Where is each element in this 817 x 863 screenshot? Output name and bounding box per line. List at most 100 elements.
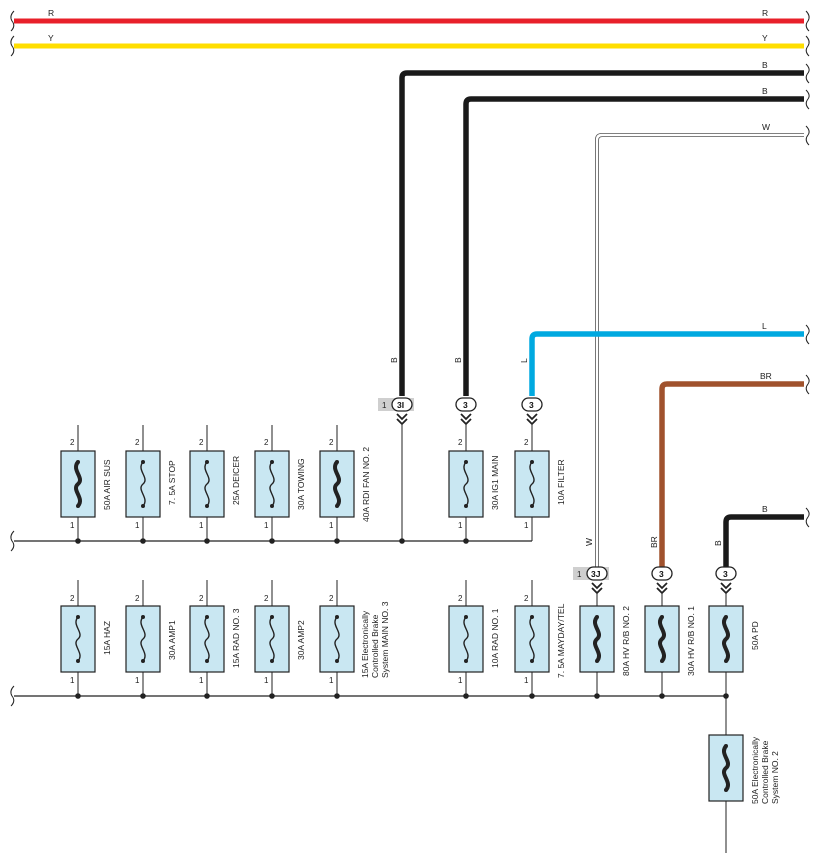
connector-3-pd-id: 3 [723,569,728,579]
fuse-icon [269,616,275,662]
pin-top: 2 [458,594,463,603]
wire-w-right-label: W [762,122,770,132]
fuse-stop: 2 1 7. 5A STOP [125,425,177,544]
fuse-deicer-label: 25A DEICER [231,456,241,505]
fuse-rad-1: 2 1 10A RAD NO. 1 [448,580,500,699]
wire-r: R R [10,8,810,32]
wire-l: L L [519,321,810,396]
wire-w: W W [584,122,810,568]
fuse-ecb-main-3: 2 1 15A Electronically Controlled Brake … [319,580,390,699]
connector-3j-id: 3J [591,569,601,579]
fuse-ecb-main-3-label-1: 15A Electronically [360,610,370,678]
pin-top: 2 [199,438,204,447]
connector-3-ig1-id: 3 [463,400,468,410]
pin-top: 2 [264,438,269,447]
wire-b3-vert-label: B [713,540,723,546]
pin-bottom: 1 [329,521,334,530]
pin-top: 2 [329,438,334,447]
fuse-ecb-2-label-3: System NO. 2 [770,751,780,804]
fuse-icon [75,616,81,662]
bus-junction [399,538,405,544]
fuse-icon [140,616,146,662]
fuse-amp1-label: 30A AMP1 [167,620,177,660]
wire-r-right-label: R [762,8,768,18]
pin-top: 2 [524,438,529,447]
connector-3-filter: 3 [521,397,543,426]
connector-3i-id: 3I [397,400,404,410]
fuse-pd: 50A PD [708,593,760,853]
wire-b3-right-label: B [762,504,768,514]
wire-l-right-label: L [762,321,767,331]
pin-bottom: 1 [70,521,75,530]
wire-b2: B B [453,86,810,396]
fuse-filter-label: 10A FILTER [556,459,566,505]
fusible-link-icon [722,615,730,663]
fuse-haz: 2 1 15A HAZ [60,580,112,699]
fusible-link-icon [593,615,601,663]
pin-bottom: 1 [70,676,75,685]
pin-bottom: 1 [264,676,269,685]
fuse-ecb-2: 50A Electronically Controlled Brake Syst… [708,734,780,804]
pin-top: 2 [135,594,140,603]
fuse-hv-rb-2-label: 80A HV R/B NO. 2 [621,606,631,676]
fuse-ecb-main-3-label-2: Controlled Brake [370,614,380,678]
fuse-hv-rb-1: 30A HV R/B NO. 1 [644,593,696,699]
fuse-rdi-fan-2-label: 40A RDI FAN NO. 2 [361,447,371,522]
wire-br-vert-label: BR [649,536,659,548]
connector-3j-pin: 1 [577,570,582,579]
wire-br-right-label: BR [760,371,772,381]
fuse-mayday-tel-label: 7. 5A MAYDAY/TEL [556,603,566,678]
pin-bottom: 1 [264,521,269,530]
fuse-icon [529,461,535,507]
wire-y-left-label: Y [48,33,54,43]
fusible-link-icon [722,744,730,792]
fuse-rad-1-label: 10A RAD NO. 1 [490,608,500,668]
wire-b2-vert-label: B [453,357,463,363]
connector-3-ig1: 3 [455,397,477,426]
bus-bottom [10,685,726,707]
fuse-hv-rb-2: 80A HV R/B NO. 2 [579,593,631,699]
fuse-ecb-main-3-label-3: System MAIN NO. 3 [380,601,390,678]
pin-bottom: 1 [135,521,140,530]
fuse-rdi-fan-2: 2 1 40A RDI FAN NO. 2 [319,425,371,544]
fuse-icon [529,616,535,662]
pin-top: 2 [70,438,75,447]
connector-3-hv2: 3 [651,566,673,595]
wire-r-left-label: R [48,8,54,18]
pin-top: 2 [329,594,334,603]
fuse-icon [140,461,146,507]
wire-b1: B B [389,60,810,396]
wire-b2-right-label: B [762,86,768,96]
fuse-air-sus: 50A AIR SUS [60,425,112,544]
pin-bottom: 1 [199,521,204,530]
fusible-link-icon [333,460,341,508]
pin-top: 2 [264,594,269,603]
connector-3-hv2-id: 3 [659,569,664,579]
fuse-amp2: 2 1 30A AMP2 [254,580,306,699]
fuse-pd-label: 50A PD [750,621,760,650]
fuse-icon [463,461,469,507]
wire-b3: B B [713,504,810,568]
connector-3j: 1 3J [573,566,609,595]
fuse-haz-label: 15A HAZ [102,621,112,655]
fuse-mayday-tel: 2 1 7. 5A MAYDAY/TEL [514,580,566,699]
wire-b1-right-label: B [762,60,768,70]
fuse-towing-label: 30A TOWING [296,458,306,510]
pin-top: 2 [458,438,463,447]
connector-3i: 1 3I [378,397,414,541]
fusible-link-icon [658,615,666,663]
pin-bottom: 1 [199,676,204,685]
wire-br: BR BR [649,371,810,568]
fuse-icon [463,616,469,662]
fuse-ecb-2-label-1: 50A Electronically [750,736,760,804]
pin-top: 2 [199,594,204,603]
wire-l-vert-label: L [519,358,529,363]
wire-b1-vert-label: B [389,357,399,363]
wire-y: Y Y [10,33,810,57]
fuse-icon [269,461,275,507]
fuse-filter: 2 1 10A FILTER [514,424,566,541]
pin-bottom: 1 [458,676,463,685]
connector-3i-pin: 1 [382,401,387,410]
wire-y-right-label: Y [762,33,768,43]
